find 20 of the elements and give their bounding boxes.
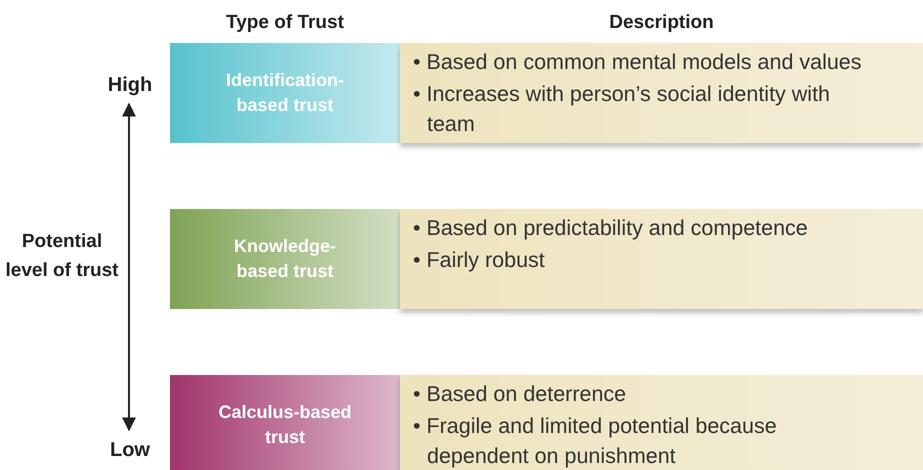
- trust-type-box: [170, 209, 400, 309]
- column-header: Description: [608, 11, 715, 35]
- description-bullet: • Based on predictability and competence: [413, 215, 809, 242]
- trust-type-name: Calculus-based trust: [217, 401, 353, 449]
- description-bullet: • Fairly robust: [413, 247, 546, 274]
- description-bullet: • Fragile and limited potential because dependent on punishment: [413, 413, 778, 470]
- trust-type-name: Identification-based trust: [225, 69, 345, 117]
- description-box: [400, 375, 923, 470]
- description-box: [400, 43, 923, 143]
- column-header: Type of Trust: [225, 11, 345, 35]
- scale-label: High: [106, 73, 154, 98]
- trust-type-name: Knowledge-based trust: [233, 235, 337, 283]
- axis-title: Potential level of trust: [4, 230, 120, 283]
- description-box: [400, 209, 923, 309]
- scale-label: Low: [109, 438, 151, 463]
- trust-type-box: [170, 43, 400, 143]
- description-bullet: • Based on deterrence: [413, 381, 628, 408]
- description-bullet: • Based on common mental models and values: [413, 49, 863, 76]
- description-bullet: • Increases with person’s social identity with team: [413, 81, 832, 138]
- trust-type-box: [170, 375, 400, 470]
